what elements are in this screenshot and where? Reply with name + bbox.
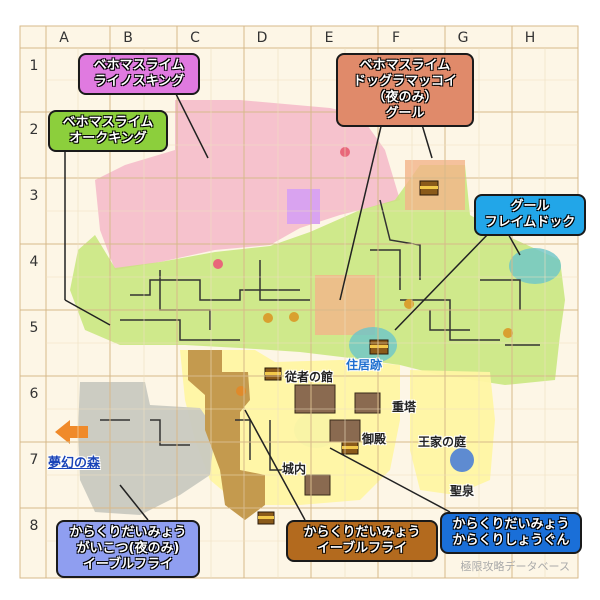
exit-arrow-icon <box>55 420 88 444</box>
label-jounai: 城内 <box>282 462 307 476</box>
col-header: A <box>59 30 69 46</box>
row-header: 6 <box>29 386 39 402</box>
col-header: C <box>190 30 200 46</box>
monster-dot-icon <box>289 312 299 322</box>
building-jounai <box>304 474 331 496</box>
callout-a8: からくりだいみょう がいこつ(夜のみ) イーブルフライ <box>56 520 200 578</box>
building-juusha <box>294 384 336 414</box>
col-header: D <box>256 30 268 46</box>
col-header: B <box>123 30 133 46</box>
grid <box>20 26 578 578</box>
callout-g3: グール フレイムドック <box>474 194 586 236</box>
treasure-chest-icon <box>369 339 389 355</box>
label-seisen: 聖泉 <box>450 484 475 498</box>
row-header: 1 <box>29 58 39 74</box>
row-header: 4 <box>29 254 39 270</box>
credit-text: 極限攻略データベース <box>460 560 570 573</box>
callout-b1: ベホマスライム ライノスキング <box>78 53 200 95</box>
room-pink-square <box>287 189 320 224</box>
zone-yellow-garden <box>410 370 495 495</box>
zone-gray <box>78 382 215 515</box>
monster-dot-icon <box>503 328 513 338</box>
link-mugen-forest[interactable]: 夢幻の森 <box>48 456 101 471</box>
callout-a2: ベホマスライム オークキング <box>48 110 168 152</box>
row-header: 2 <box>29 122 39 138</box>
treasure-chest-icon <box>264 367 282 381</box>
monster-dot-icon <box>404 299 414 309</box>
pool-northeast <box>509 248 561 284</box>
callout-f8: からくりだいみょう からくりしょうぐん <box>440 512 582 554</box>
col-header: G <box>457 30 469 46</box>
row-header: 7 <box>29 452 39 468</box>
label-goten: 御殿 <box>362 432 387 446</box>
monster-dot-icon <box>263 313 273 323</box>
label-jukyo: 住居跡 <box>346 358 383 372</box>
row-header: 5 <box>29 320 39 336</box>
wall-lines <box>100 199 540 471</box>
building-juutou <box>354 392 381 414</box>
col-header: F <box>391 30 401 46</box>
row-header: 8 <box>29 518 39 534</box>
monster-dot-icon <box>213 259 223 269</box>
callout-e1: ベホマスライム ドッグラマッコイ （夜のみ） グール <box>336 53 474 127</box>
treasure-chest-icon <box>257 511 275 525</box>
treasure-chest-icon <box>419 180 439 196</box>
zone-pink <box>95 100 400 270</box>
callout-d8: からくりだいみょう イーブルフライ <box>286 520 438 562</box>
treasure-chest-icon <box>341 441 359 455</box>
label-juusha: 従者の館 <box>285 370 334 384</box>
label-juutou: 重塔 <box>392 400 417 414</box>
col-header: E <box>324 30 334 46</box>
row-header: 3 <box>29 188 39 204</box>
pond-seisen <box>450 448 474 472</box>
label-ouke: 王家の庭 <box>418 435 467 449</box>
col-header: H <box>524 30 536 46</box>
